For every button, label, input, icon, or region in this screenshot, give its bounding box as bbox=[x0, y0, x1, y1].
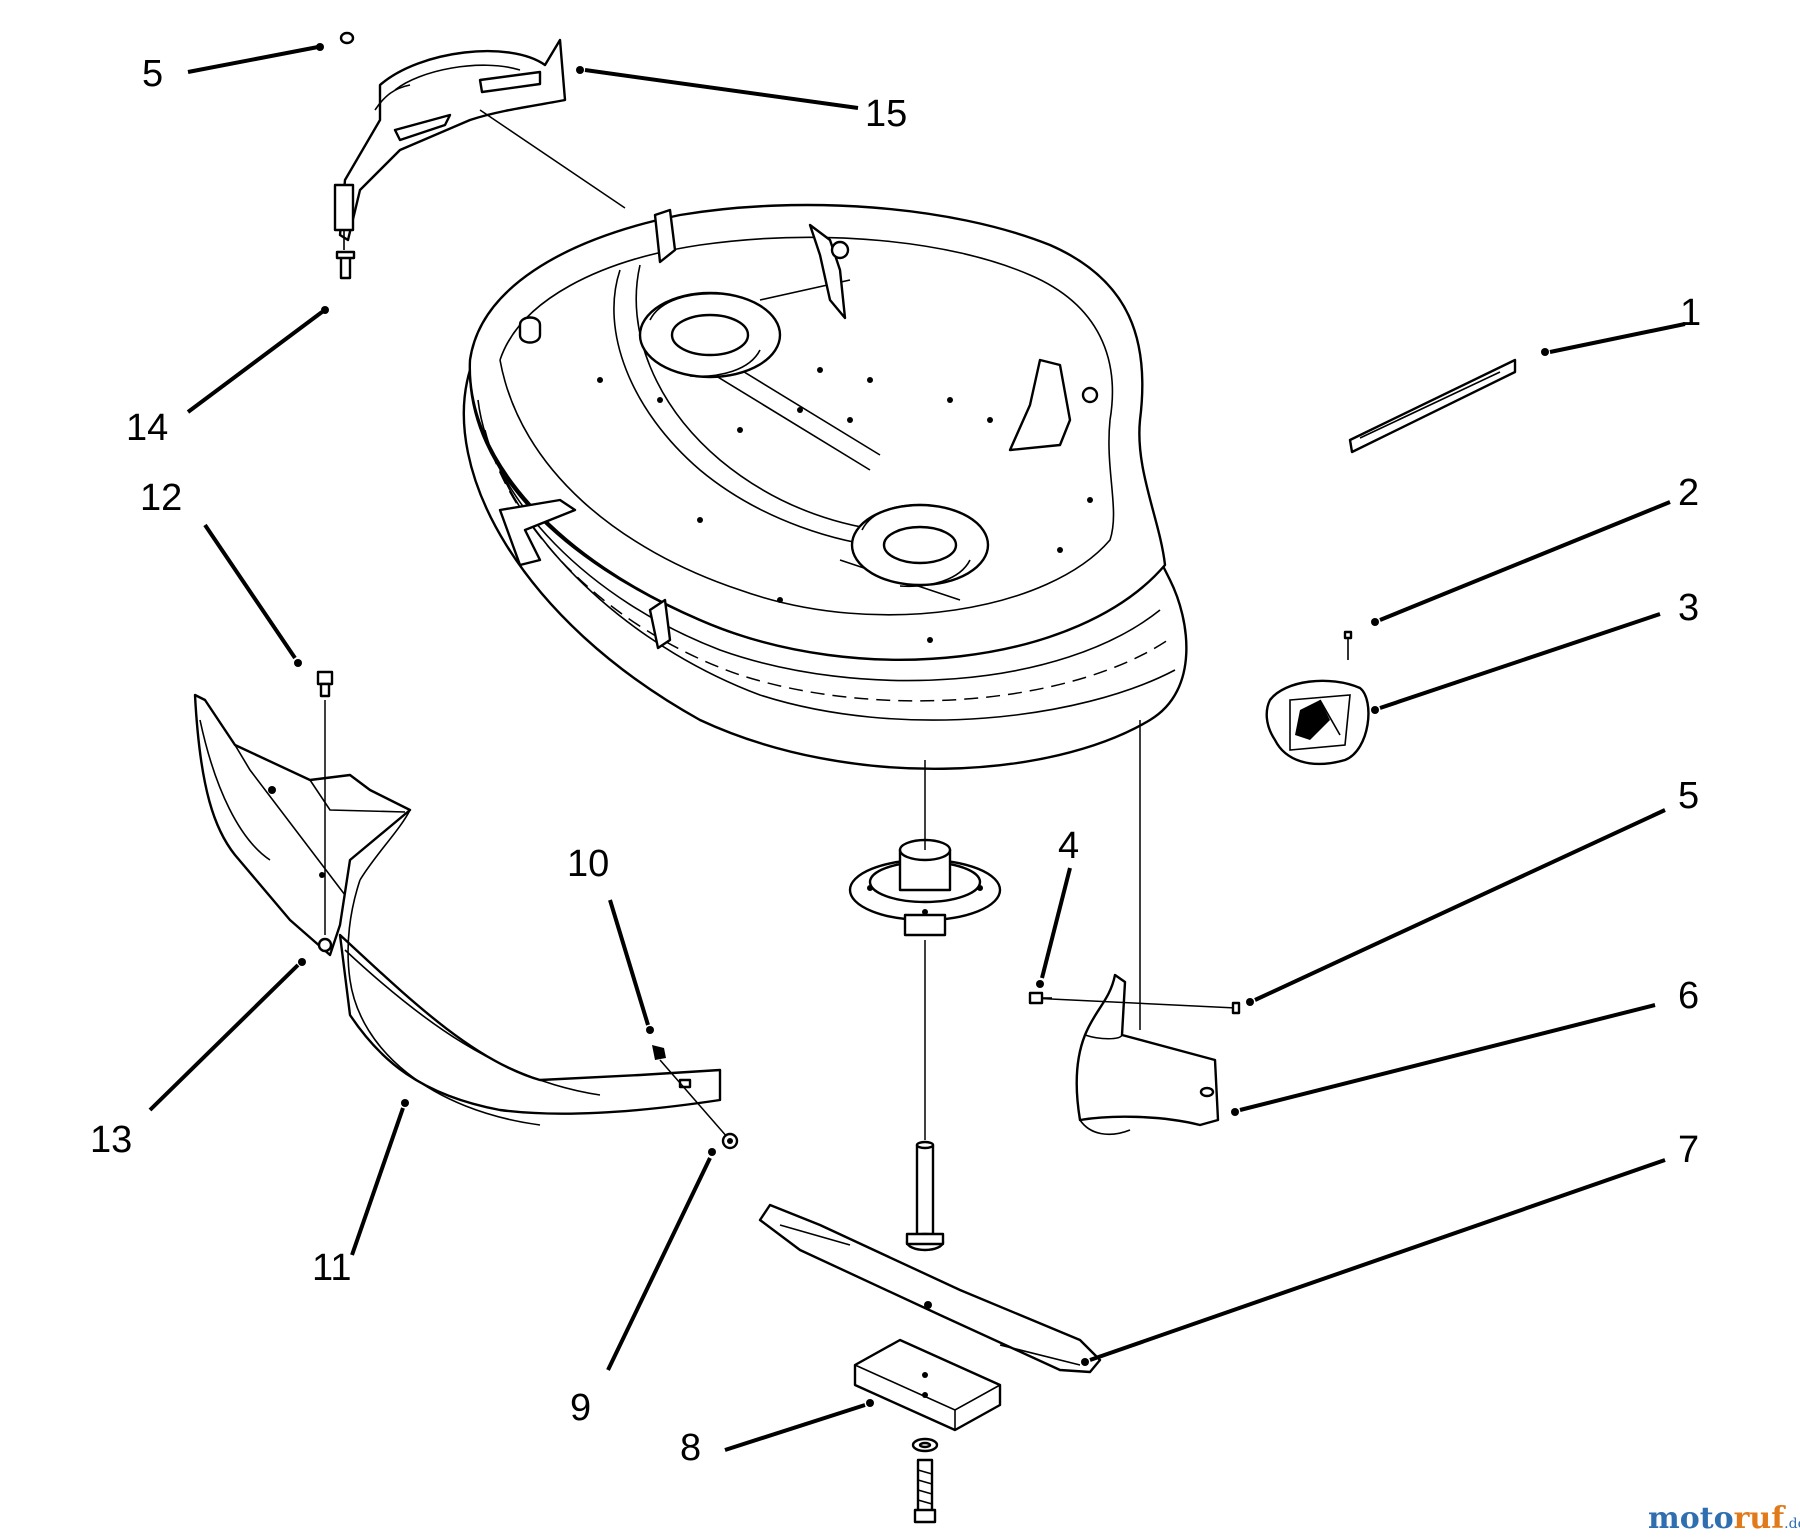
callout-14: 14 bbox=[126, 407, 168, 449]
deflector-chute bbox=[193, 693, 412, 957]
callout-labels: 5 15 14 1 2 12 3 5 4 10 6 13 7 11 9 8 bbox=[90, 53, 1701, 1469]
callout-5-right: 5 bbox=[1678, 775, 1699, 817]
watermark-logo: motoruf.de bbox=[1648, 1501, 1800, 1536]
bolt-10 bbox=[652, 1045, 729, 1139]
washer-and-bolt bbox=[911, 1437, 939, 1524]
decal-strip-1 bbox=[1348, 358, 1517, 454]
leader-lines bbox=[148, 43, 1686, 1452]
callout-5-top: 5 bbox=[142, 53, 163, 95]
mower-blade-7 bbox=[758, 1203, 1102, 1374]
bolt-12 bbox=[316, 670, 334, 935]
callout-4: 4 bbox=[1058, 825, 1079, 867]
callout-6: 6 bbox=[1678, 975, 1699, 1017]
callout-9: 9 bbox=[570, 1387, 591, 1429]
callout-1: 1 bbox=[1680, 292, 1701, 334]
callout-12: 12 bbox=[140, 477, 182, 519]
nut-5-right bbox=[1231, 1001, 1241, 1015]
callout-8: 8 bbox=[680, 1427, 701, 1469]
nut-9 bbox=[721, 1132, 739, 1150]
bolt-14 bbox=[335, 250, 356, 280]
watermark-part-b: ruf bbox=[1734, 1501, 1787, 1536]
emblem-3 bbox=[1265, 679, 1370, 766]
spindle-housing bbox=[848, 790, 1002, 1140]
callout-13: 13 bbox=[90, 1119, 132, 1161]
callout-3: 3 bbox=[1678, 587, 1699, 629]
baffle-6 bbox=[1029, 720, 1237, 1136]
callout-7: 7 bbox=[1678, 1129, 1699, 1171]
callout-10: 10 bbox=[567, 843, 609, 885]
blade-adapter-8 bbox=[853, 1338, 1002, 1432]
discharge-deflector-top bbox=[333, 38, 567, 250]
svg-text:motoruf.de: motoruf.de bbox=[1648, 1501, 1800, 1536]
spindle-shaft bbox=[905, 1140, 945, 1252]
watermark-part-a: moto bbox=[1648, 1501, 1734, 1536]
nut-13 bbox=[317, 937, 333, 953]
callout-11: 11 bbox=[312, 1247, 351, 1289]
bolt-4 bbox=[1028, 991, 1052, 1005]
screw-2 bbox=[1343, 630, 1353, 660]
watermark-suffix: .de bbox=[1784, 1516, 1800, 1532]
deflector-11 bbox=[338, 809, 722, 1126]
nut-5-top bbox=[339, 31, 355, 45]
callout-2: 2 bbox=[1678, 472, 1699, 514]
callout-15: 15 bbox=[865, 93, 907, 135]
mower-deck-housing bbox=[462, 203, 1188, 770]
